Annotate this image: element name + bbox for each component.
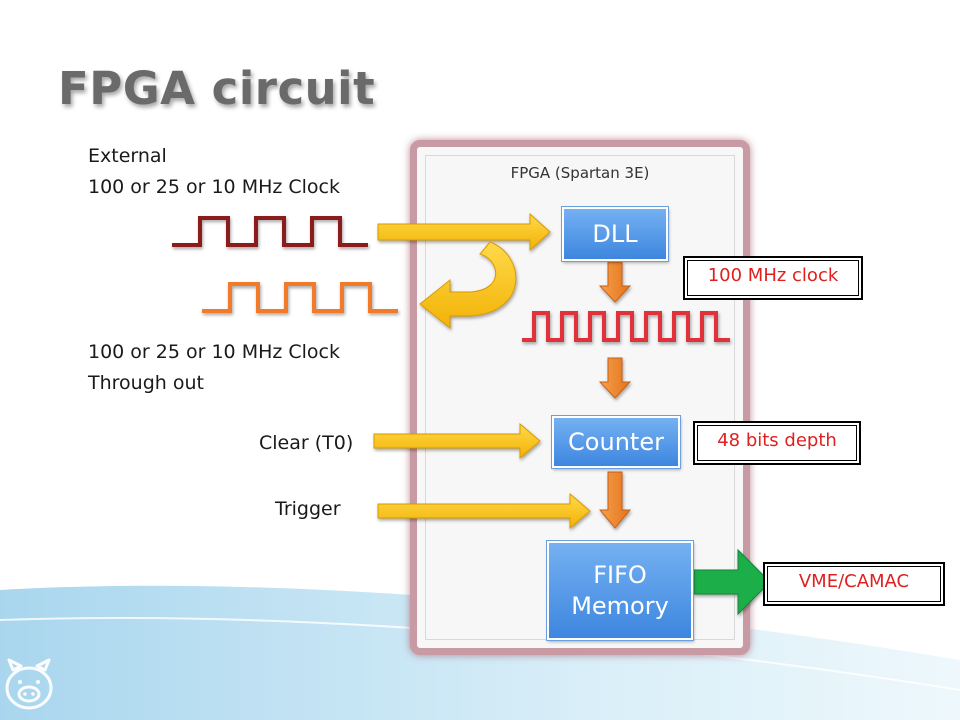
clear-label: Clear (T0): [259, 432, 354, 454]
through-out-label: 100 or 25 or 10 MHz Clock Through out: [88, 337, 340, 399]
fifo-memory-block: FIFO Memory: [546, 540, 694, 641]
pig-face-icon: [5, 658, 53, 710]
clock-note: 100 MHz clock: [683, 256, 863, 300]
slide-title: FPGA circuit: [58, 62, 376, 115]
external-clock-label-line1: External: [88, 145, 167, 167]
fpga-title: FPGA (Spartan 3E): [510, 164, 650, 182]
depth-note: 48 bits depth: [693, 421, 861, 465]
internal-clock-wave: [522, 311, 730, 342]
clear-to-counter-arrow: [373, 422, 541, 460]
trigger-label: Trigger: [275, 498, 341, 520]
through-out-clock-wave: [202, 282, 398, 313]
fifo-label: FIFO: [593, 560, 647, 589]
clock-to-counter-arrow: [598, 357, 632, 399]
external-to-dll-arrow: [377, 212, 551, 252]
external-clock-label: External 100 or 25 or 10 MHz Clock: [88, 141, 340, 203]
counter-to-fifo-arrow: [598, 471, 632, 529]
external-clock-wave: [172, 216, 368, 247]
fifo-output-arrow: [693, 548, 771, 616]
through-out-label-line2: Through out: [88, 372, 204, 394]
memory-label: Memory: [571, 591, 669, 620]
dll-to-clock-arrow: [598, 261, 632, 303]
through-out-label-line1: 100 or 25 or 10 MHz Clock: [88, 341, 341, 363]
trigger-to-fifo-arrow: [377, 492, 591, 530]
counter-block: Counter: [551, 415, 681, 469]
loopback-arrow: [419, 241, 517, 330]
dll-block: DLL: [561, 206, 669, 262]
output-note: VME/CAMAC: [763, 562, 945, 606]
external-clock-label-line2: 100 or 25 or 10 MHz Clock: [88, 176, 341, 198]
